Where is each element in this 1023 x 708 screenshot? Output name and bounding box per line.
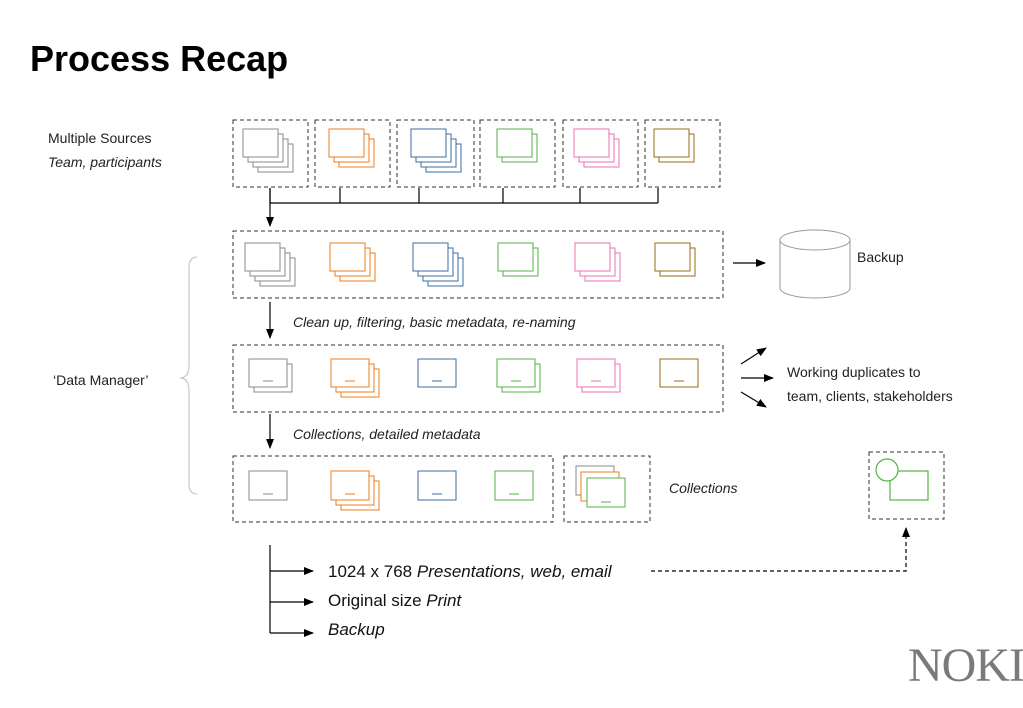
photo-stack-icon	[574, 242, 621, 282]
duplicate-arrow-down	[740, 391, 767, 408]
photo-stack-icon	[410, 128, 462, 173]
photo-stack-icon	[412, 242, 464, 287]
web-output-link	[651, 533, 907, 572]
photo-stack-icon	[653, 128, 695, 163]
photo-frame	[242, 128, 279, 158]
output-print-label: Original size Print	[328, 591, 461, 611]
photo-stack-icon	[576, 358, 621, 393]
photo-frame	[417, 470, 457, 501]
photo-stack-icon	[494, 470, 534, 501]
data-manager-label: ‘Data Manager’	[53, 372, 149, 388]
output-print-size: Original size	[328, 591, 427, 610]
working-duplicates-label: Working duplicates to	[787, 364, 921, 380]
photo-frame	[248, 470, 288, 501]
photo-frame	[329, 242, 366, 272]
photo-stack-icon	[417, 470, 457, 501]
photo-stack-icon	[496, 128, 538, 163]
photo-stack-icon	[244, 242, 296, 287]
photo-frame	[496, 128, 533, 158]
step1-caption: Clean up, filtering, basic metadata, re-…	[293, 314, 576, 330]
photo-frame	[576, 358, 616, 388]
photo-stack-icon	[330, 358, 380, 398]
photo-stack-icon	[329, 242, 376, 282]
photo-frame	[573, 128, 610, 158]
photo-stack-icon	[573, 128, 620, 168]
source-group-box	[314, 119, 391, 188]
source-group-box	[479, 119, 556, 188]
page-title: Process Recap	[30, 38, 289, 79]
curated-photos-box	[232, 344, 724, 413]
source-group-box	[644, 119, 721, 188]
sources-label: Multiple Sources	[48, 130, 152, 146]
photo-stack-icon	[496, 358, 541, 393]
photo-frame	[653, 128, 690, 158]
photo-frame	[659, 358, 699, 388]
photo-frame	[494, 470, 534, 501]
source-group-box	[232, 119, 309, 188]
photo-stack-icon	[654, 242, 696, 277]
photo-frame	[410, 128, 447, 158]
photo-frame	[497, 242, 534, 272]
photo-stack-icon	[248, 358, 293, 393]
photo-stack-icon	[659, 358, 699, 388]
photo-stack-icon	[328, 128, 375, 168]
photo-frame	[330, 470, 370, 501]
photo-frame	[248, 358, 288, 388]
photo-stack-icon	[417, 358, 457, 388]
photo-frame	[412, 242, 449, 272]
presentation-output-box	[868, 451, 945, 520]
output-web-use: Presentations, web, email	[416, 562, 612, 581]
duplicate-arrow-up	[740, 347, 767, 365]
data-manager-brace	[179, 256, 198, 495]
nokia-logo: NOKIA	[908, 639, 1023, 692]
output-backup-use: Backup	[328, 620, 385, 639]
backup-label: Backup	[857, 249, 904, 265]
photo-frame	[496, 358, 536, 388]
collections-group-box	[563, 455, 651, 523]
collections-label: Collections	[669, 480, 738, 496]
photo-stack-icon	[330, 470, 380, 511]
merged-photos-box	[232, 230, 724, 299]
photo-stack-icon	[248, 470, 288, 501]
collection-stack-icon	[575, 465, 626, 508]
step2-caption: Collections, detailed metadata	[293, 426, 481, 442]
output-print-use: Print	[426, 591, 462, 610]
output-backup-label: Backup	[328, 620, 385, 640]
photo-frame	[654, 242, 691, 272]
photo-frame	[586, 477, 626, 508]
working-duplicates-sublabel: team, clients, stakeholders	[787, 388, 953, 404]
photo-stack-icon	[242, 128, 294, 173]
photo-frame	[244, 242, 281, 272]
output-web-size: 1024 x 768	[328, 562, 417, 581]
backup-database-icon	[779, 229, 851, 299]
sources-sublabel: Team, participants	[48, 154, 162, 170]
photo-stack-icon	[497, 242, 539, 277]
presentation-thumbnail-icon	[875, 458, 929, 501]
source-group-box	[396, 119, 475, 188]
source-group-box	[562, 119, 639, 188]
collection-photos-box	[232, 455, 554, 523]
photo-frame	[574, 242, 611, 272]
photo-frame	[417, 358, 457, 388]
output-web-label: 1024 x 768 Presentations, web, email	[328, 562, 612, 582]
photo-frame	[330, 358, 370, 388]
photo-frame	[328, 128, 365, 158]
